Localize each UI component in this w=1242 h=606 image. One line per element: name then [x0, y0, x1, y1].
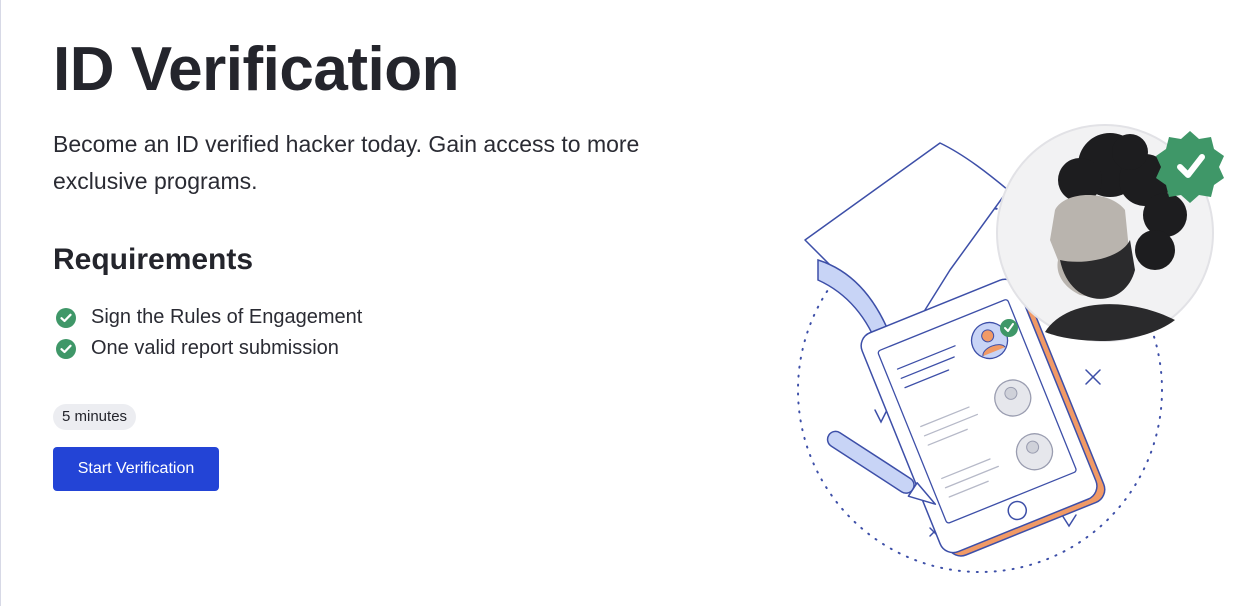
verified-badge-icon — [1000, 319, 1018, 337]
requirement-label: One valid report submission — [91, 337, 339, 359]
requirement-label: Sign the Rules of Engagement — [91, 306, 363, 328]
verified-badge-icon — [1156, 131, 1224, 203]
verification-illustration — [797, 124, 1224, 573]
profile-avatar-icon — [970, 321, 1009, 360]
page-subtitle: Become an ID verified hacker today. Gain… — [53, 131, 640, 194]
dotted-circle-decoration — [797, 207, 1163, 573]
check-circle-icon — [56, 338, 76, 359]
duration-badge: 5 minutes — [53, 404, 137, 430]
left-edge-divider — [0, 0, 1, 606]
requirements-list: Sign the Rules of Engagement One valid r… — [53, 302, 693, 364]
pen-icon — [826, 430, 937, 505]
start-verification-button[interactable]: Start Verification — [53, 447, 219, 491]
requirement-item: One valid report submission — [53, 333, 693, 364]
page-title: ID Verification — [53, 35, 459, 104]
tablet-icon — [860, 278, 1106, 557]
main-content: ID Verification Become an ID verified ha… — [53, 34, 693, 491]
requirements-heading: Requirements — [53, 243, 254, 276]
document-icon — [804, 142, 1009, 354]
requirement-item: Sign the Rules of Engagement — [53, 302, 693, 333]
check-circle-icon — [56, 307, 76, 328]
